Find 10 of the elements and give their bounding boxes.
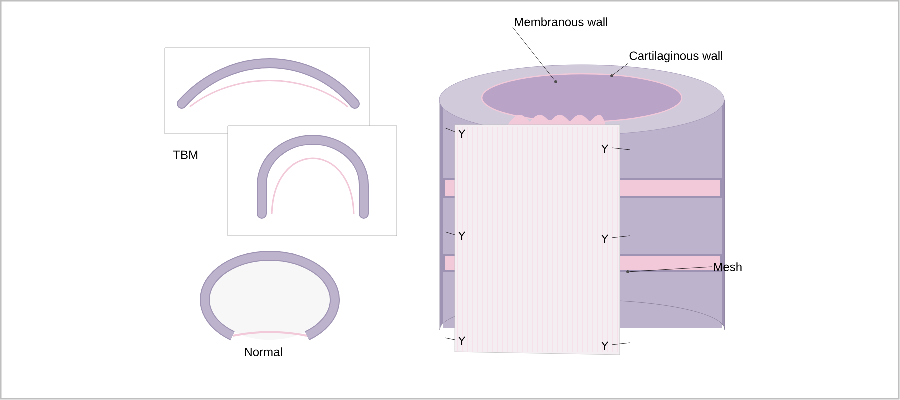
view-label: TBM [173, 150, 198, 160]
view-label: Normal [245, 348, 282, 356]
leader-target [610, 74, 614, 78]
part-label: Membranous wall [515, 18, 608, 26]
part-label: Mesh [714, 262, 742, 272]
leader-line [613, 64, 628, 76]
part-label: Cartilaginous wall [630, 51, 722, 63]
leader-target [626, 270, 630, 274]
leader-line [630, 266, 712, 272]
leader-target [554, 80, 558, 84]
